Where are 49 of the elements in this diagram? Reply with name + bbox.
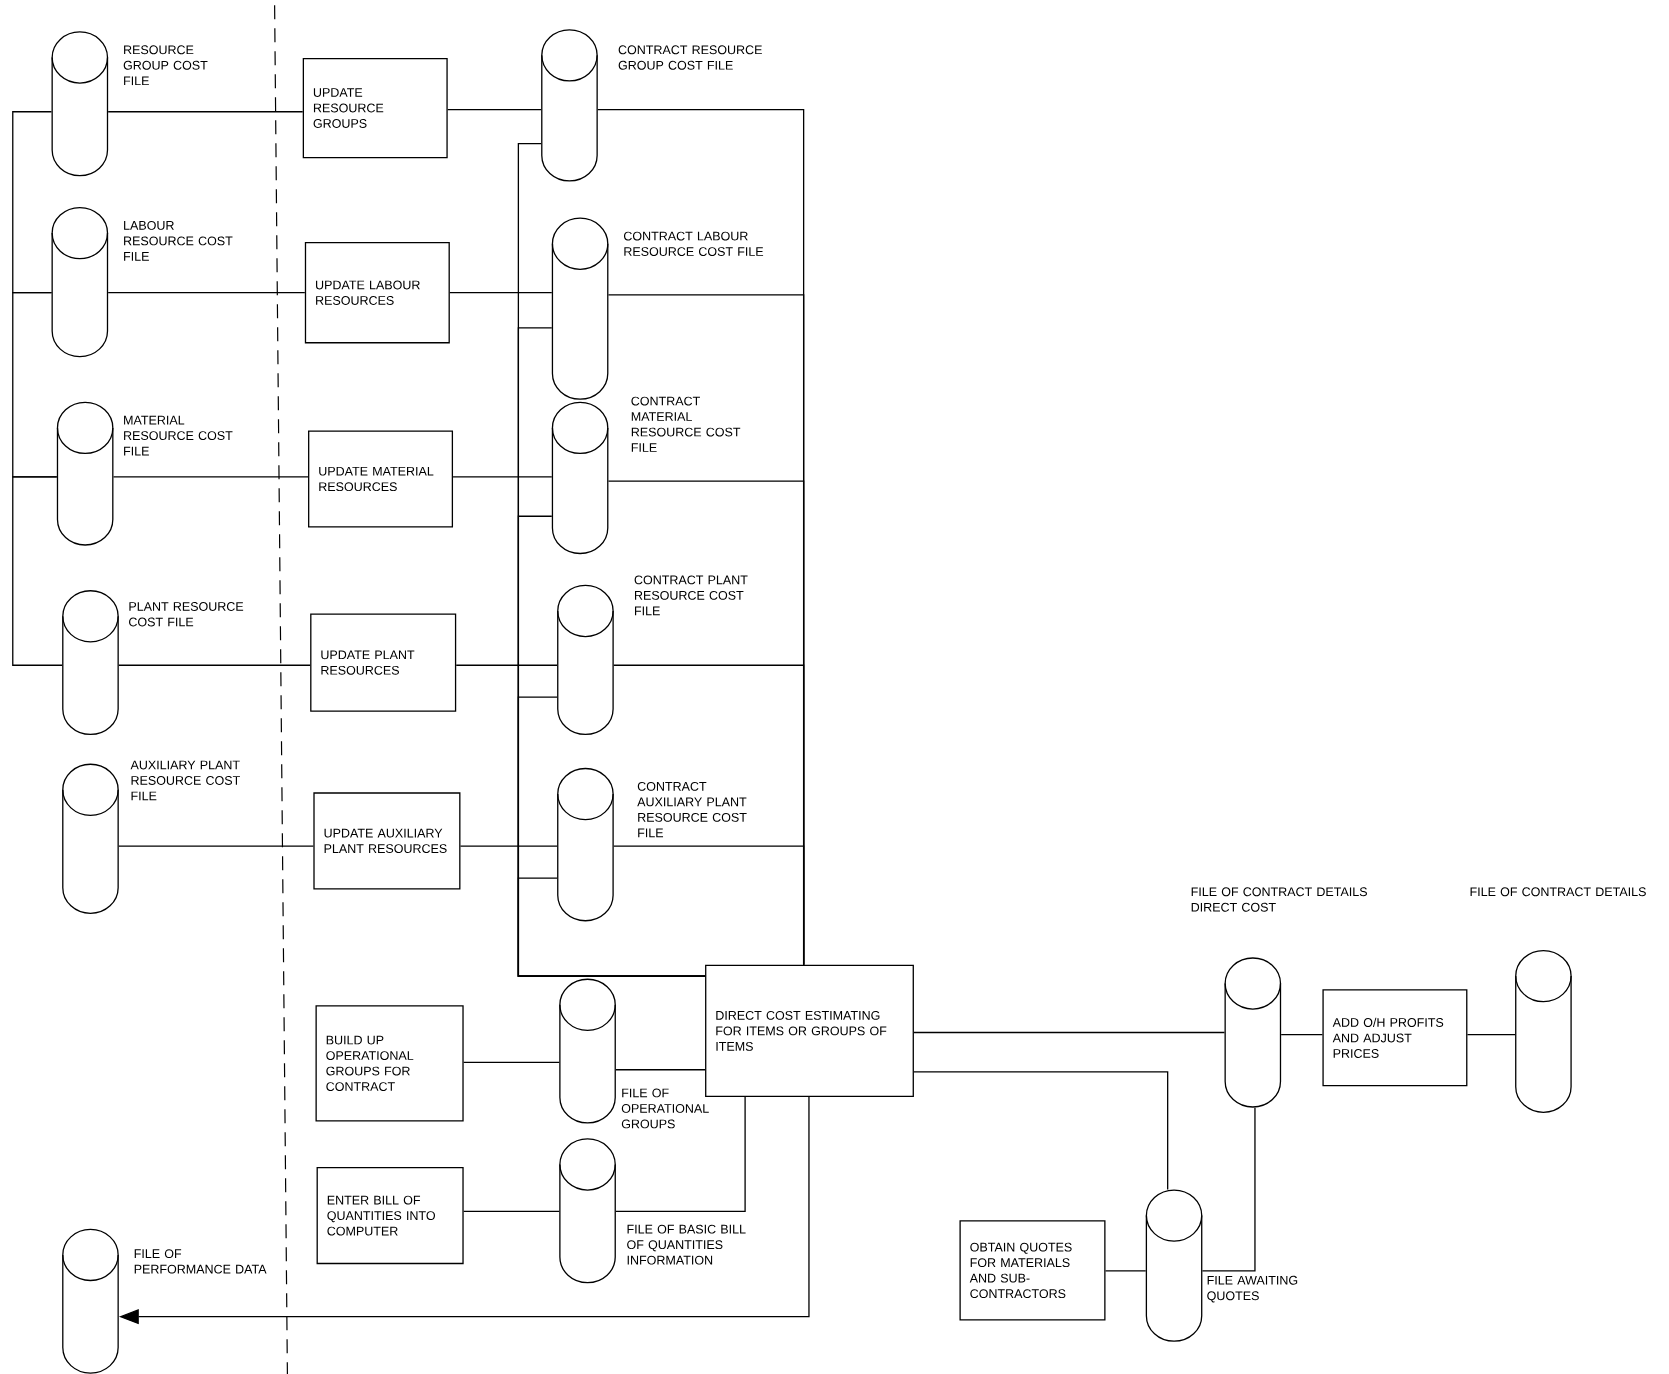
connector-line [447, 108, 542, 111]
connector-line [913, 1031, 1226, 1034]
process-box: OBTAIN QUOTES FOR MATERIALS AND SUB-CONTRACTORS [959, 1220, 1106, 1321]
file-label: AUXILIARY PLANT RESOURCE COST FILE [130, 760, 240, 801]
connector-line [1466, 1033, 1516, 1036]
file-label: RESOURCE GROUP COST FILE [123, 45, 208, 85]
connector-line [112, 476, 309, 478]
file-label: CONTRACT AUXILIARY PLANT RESOURCE COST FILE [637, 781, 747, 838]
connector-line [1280, 1033, 1324, 1036]
process-box: BUILD UP OPERATIONAL GROUPS FOR CONTRACT [315, 1005, 464, 1122]
process-box: UPDATE RESOURCE GROUPS [302, 57, 448, 159]
file-label: FILE OF BASIC BILL OF QUANTITIES INFORMATION [627, 1224, 746, 1265]
connector-line [107, 111, 304, 113]
connector-line [463, 1061, 560, 1063]
file-label: CONTRACT PLANT RESOURCE COST FILE [634, 575, 748, 616]
connector-line [12, 111, 53, 294]
file-label: CONTRACT MATERIAL RESOURCE COST FILE [631, 396, 741, 452]
file-label: FILE OF CONTRACT DETAILS [1470, 887, 1646, 897]
connector-line [913, 1071, 1169, 1190]
file-label: FILE OF PERFORMANCE DATA [134, 1249, 267, 1274]
file-label: CONTRACT LABOUR RESOURCE COST FILE [623, 231, 764, 256]
connector-line [449, 292, 553, 294]
process-box: UPDATE MATERIAL RESOURCES [308, 430, 454, 528]
file-label: LABOUR RESOURCE COST FILE [124, 220, 233, 261]
connector-line [459, 845, 558, 847]
connector-line [1201, 1106, 1256, 1272]
connector-line [517, 877, 706, 977]
process-box: UPDATE AUXILIARY PLANT RESOURCES [313, 792, 461, 890]
connector-line [615, 1096, 746, 1212]
connector-line [452, 476, 553, 478]
process-box: UPDATE LABOUR RESOURCES [304, 241, 450, 344]
connector-line [615, 1069, 706, 1071]
connector-line [107, 292, 306, 294]
file-label: CONTRACT RESOURCE GROUP COST FILE [618, 45, 762, 70]
file-label: PLANT RESOURCE COST FILE [129, 602, 244, 627]
connector-line [463, 1210, 560, 1212]
process-box: ENTER BILL OF QUANTITIES INTO COMPUTER [316, 1166, 464, 1265]
file-label: FILE OF CONTRACT DETAILS DIRECT COST [1191, 887, 1367, 912]
process-box: UPDATE PLANT RESOURCES [310, 613, 457, 712]
connector-line [118, 664, 311, 666]
process-box: DIRECT COST ESTIMATING FOR ITEMS OR GROUPS OF ITEMS [705, 964, 914, 1097]
connector-line [118, 845, 314, 847]
file-label: MATERIAL RESOURCE COST FILE [124, 415, 233, 456]
connector-line [455, 664, 558, 666]
connector-line [1104, 1270, 1147, 1272]
connector-line [613, 845, 805, 966]
file-label: FILE AWAITING QUOTES [1207, 1275, 1298, 1303]
process-box: ADD O/H PROFITS AND ADJUST PRICES [1322, 989, 1468, 1087]
connector-line [12, 476, 63, 666]
